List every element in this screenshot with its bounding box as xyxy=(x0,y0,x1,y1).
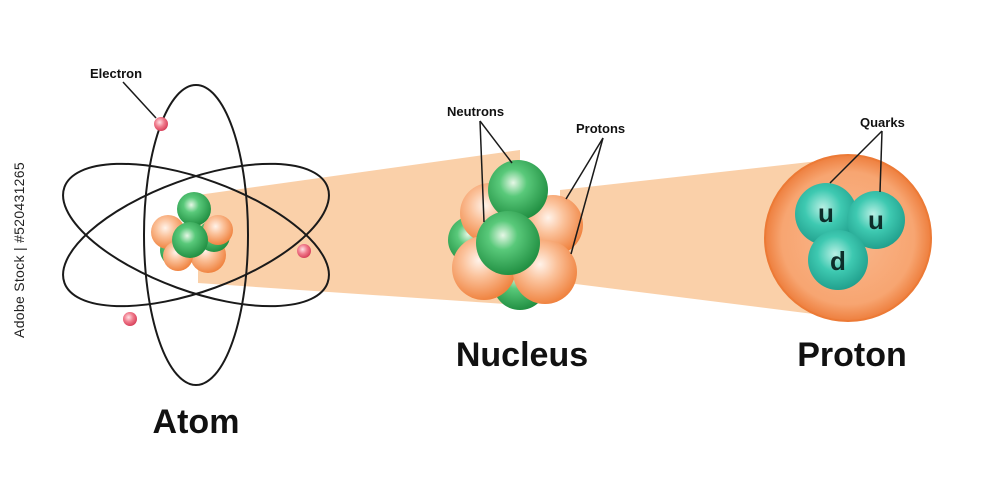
nucleus-title: Nucleus xyxy=(456,336,588,374)
stock-watermark-text: Adobe Stock | #520431265 xyxy=(11,162,27,338)
electron-right xyxy=(297,244,311,258)
orbit-tilted-right xyxy=(62,162,330,308)
proton-group: u u d Quarks Proton xyxy=(764,115,932,374)
nucleus-neutron xyxy=(488,160,548,220)
atom-group: Electron Atom xyxy=(62,66,330,441)
quarks-pointer-line xyxy=(879,130,883,193)
atom-nucleus xyxy=(151,192,233,273)
beam-atom-to-nucleus xyxy=(198,150,520,305)
quark-up-2 xyxy=(847,191,905,249)
atom-title: Atom xyxy=(153,403,240,441)
electron-bottom xyxy=(123,312,137,326)
electron-pointer-line xyxy=(122,81,157,119)
quark-label-up-1: u xyxy=(818,198,834,228)
stock-watermark: Adobe Stock | #520431265 xyxy=(4,0,34,500)
neutrons-pointer-line xyxy=(479,120,513,164)
quark-down xyxy=(808,230,868,290)
quark-label-down: d xyxy=(830,246,846,276)
quark-up-1 xyxy=(795,183,857,245)
orbit-tilted-left xyxy=(62,162,330,308)
beam-nucleus-to-proton xyxy=(560,158,845,318)
electron-top xyxy=(154,117,168,131)
proton-title: Proton xyxy=(797,336,907,374)
atom-proton xyxy=(203,215,233,245)
neutrons-label: Neutrons xyxy=(447,104,504,119)
nucleus-group: Neutrons Protons Nucleus xyxy=(447,104,625,374)
quarks-label: Quarks xyxy=(860,115,905,130)
neutrons-pointer-line xyxy=(479,120,485,223)
nucleus-neutron xyxy=(476,211,540,275)
electron-label: Electron xyxy=(90,66,142,81)
protons-label: Protons xyxy=(576,121,625,136)
orbit-vertical xyxy=(143,84,249,386)
quark-label-up-2: u xyxy=(868,205,884,235)
atom-neutron xyxy=(172,222,208,258)
atom-neutron xyxy=(177,192,211,226)
protons-pointer-line xyxy=(570,137,604,255)
protons-pointer-line xyxy=(565,137,604,200)
quarks-pointer-line xyxy=(829,130,883,184)
